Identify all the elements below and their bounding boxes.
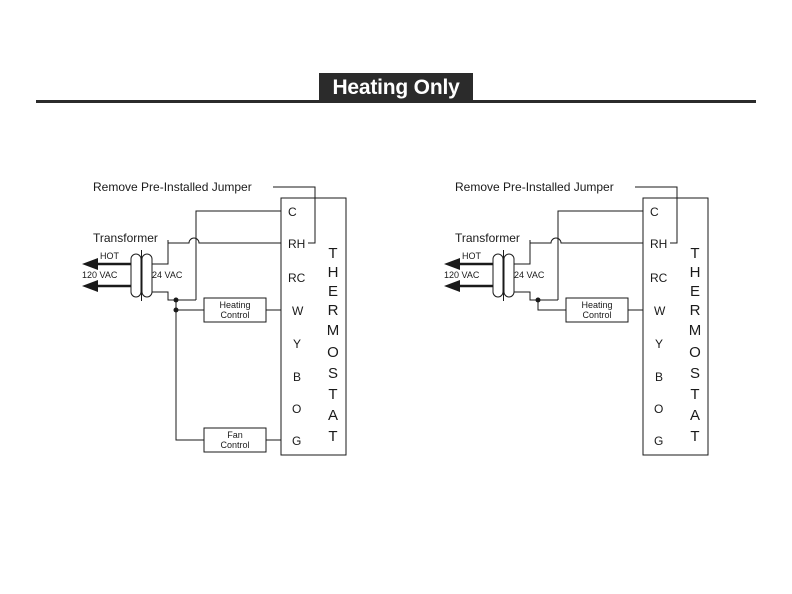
thermostat-letter: S bbox=[328, 365, 338, 382]
terminal-o: O bbox=[292, 402, 301, 416]
primary-voltage-label: 120 VAC bbox=[82, 270, 118, 280]
secondary-voltage-label: 24 VAC bbox=[152, 270, 183, 280]
neutral-arrow-icon bbox=[82, 280, 98, 292]
transformer-secondary-coil bbox=[504, 254, 514, 297]
thermostat-letter: T bbox=[328, 428, 337, 445]
terminal-w: W bbox=[292, 304, 304, 318]
fan-control-label: Fan bbox=[227, 430, 243, 440]
heating-control-label: Control bbox=[582, 310, 611, 320]
jumper-label: Remove Pre-Installed Jumper bbox=[93, 180, 252, 194]
thermostat-vertical-label: T H E R M O S T A T bbox=[327, 245, 340, 445]
thermostat-letter: A bbox=[328, 407, 338, 424]
junction-dot bbox=[536, 298, 541, 303]
thermostat-letter: E bbox=[690, 283, 700, 300]
terminal-rh: RH bbox=[288, 237, 305, 251]
common-bus bbox=[176, 300, 204, 440]
junction-dot bbox=[174, 298, 179, 303]
junction-dot bbox=[174, 308, 179, 313]
hot-arrow-icon bbox=[444, 258, 460, 270]
thermostat-letter: T bbox=[328, 245, 337, 262]
thermostat-letter: H bbox=[690, 264, 701, 281]
terminal-b: B bbox=[293, 370, 301, 384]
thermostat-letter: O bbox=[689, 344, 701, 361]
c-wire bbox=[558, 211, 643, 300]
rh-wire bbox=[168, 238, 281, 243]
heating-control-label: Control bbox=[220, 310, 249, 320]
thermostat-letter: O bbox=[327, 344, 339, 361]
terminal-y: Y bbox=[293, 337, 301, 351]
thermostat-letter: T bbox=[690, 245, 699, 262]
page-title: Heating Only bbox=[319, 73, 473, 103]
thermostat-letter: E bbox=[328, 283, 338, 300]
heating-control-label: Heating bbox=[581, 300, 612, 310]
secondary-voltage-label: 24 VAC bbox=[514, 270, 545, 280]
title-rule bbox=[36, 100, 756, 103]
thermostat-letter: T bbox=[328, 386, 337, 403]
transformer-label: Transformer bbox=[455, 231, 520, 245]
wiring-diagram-heating-fan: Remove Pre-Installed Jumper Transformer … bbox=[80, 170, 380, 470]
thermostat-letter: M bbox=[689, 322, 702, 339]
thermostat-letter: H bbox=[328, 264, 339, 281]
transformer-primary-coil bbox=[131, 254, 141, 297]
terminal-c: C bbox=[650, 205, 659, 219]
thermostat-letter: A bbox=[690, 407, 700, 424]
rh-wire bbox=[530, 238, 643, 243]
jumper-label: Remove Pre-Installed Jumper bbox=[455, 180, 614, 194]
primary-voltage-label: 120 VAC bbox=[444, 270, 480, 280]
transformer-secondary-coil bbox=[142, 254, 152, 297]
transformer-label: Transformer bbox=[93, 231, 158, 245]
hot-label: HOT bbox=[462, 251, 482, 261]
terminal-y: Y bbox=[655, 337, 663, 351]
hot-label: HOT bbox=[100, 251, 120, 261]
thermostat-letter: T bbox=[690, 428, 699, 445]
hot-arrow-icon bbox=[82, 258, 98, 270]
fan-control-label: Control bbox=[220, 440, 249, 450]
heating-control-label: Heating bbox=[219, 300, 250, 310]
thermostat-letter: T bbox=[690, 386, 699, 403]
thermostat-letter: R bbox=[328, 302, 339, 319]
terminal-b: B bbox=[655, 370, 663, 384]
terminal-rc: RC bbox=[650, 271, 668, 285]
terminal-c: C bbox=[288, 205, 297, 219]
terminal-o: O bbox=[654, 402, 663, 416]
terminal-w: W bbox=[654, 304, 666, 318]
terminal-rc: RC bbox=[288, 271, 306, 285]
thermostat-vertical-label: T H E R M O S T A T bbox=[689, 245, 702, 445]
thermostat-letter: R bbox=[690, 302, 701, 319]
thermostat-letter: S bbox=[690, 365, 700, 382]
common-bus bbox=[538, 300, 566, 310]
terminal-g: G bbox=[654, 434, 663, 448]
transformer-primary-coil bbox=[493, 254, 503, 297]
thermostat-letter: M bbox=[327, 322, 340, 339]
c-wire bbox=[196, 211, 281, 300]
terminal-g: G bbox=[292, 434, 301, 448]
neutral-arrow-icon bbox=[444, 280, 460, 292]
terminal-rh: RH bbox=[650, 237, 667, 251]
wiring-diagram-heating: Remove Pre-Installed Jumper Transformer … bbox=[440, 170, 740, 470]
